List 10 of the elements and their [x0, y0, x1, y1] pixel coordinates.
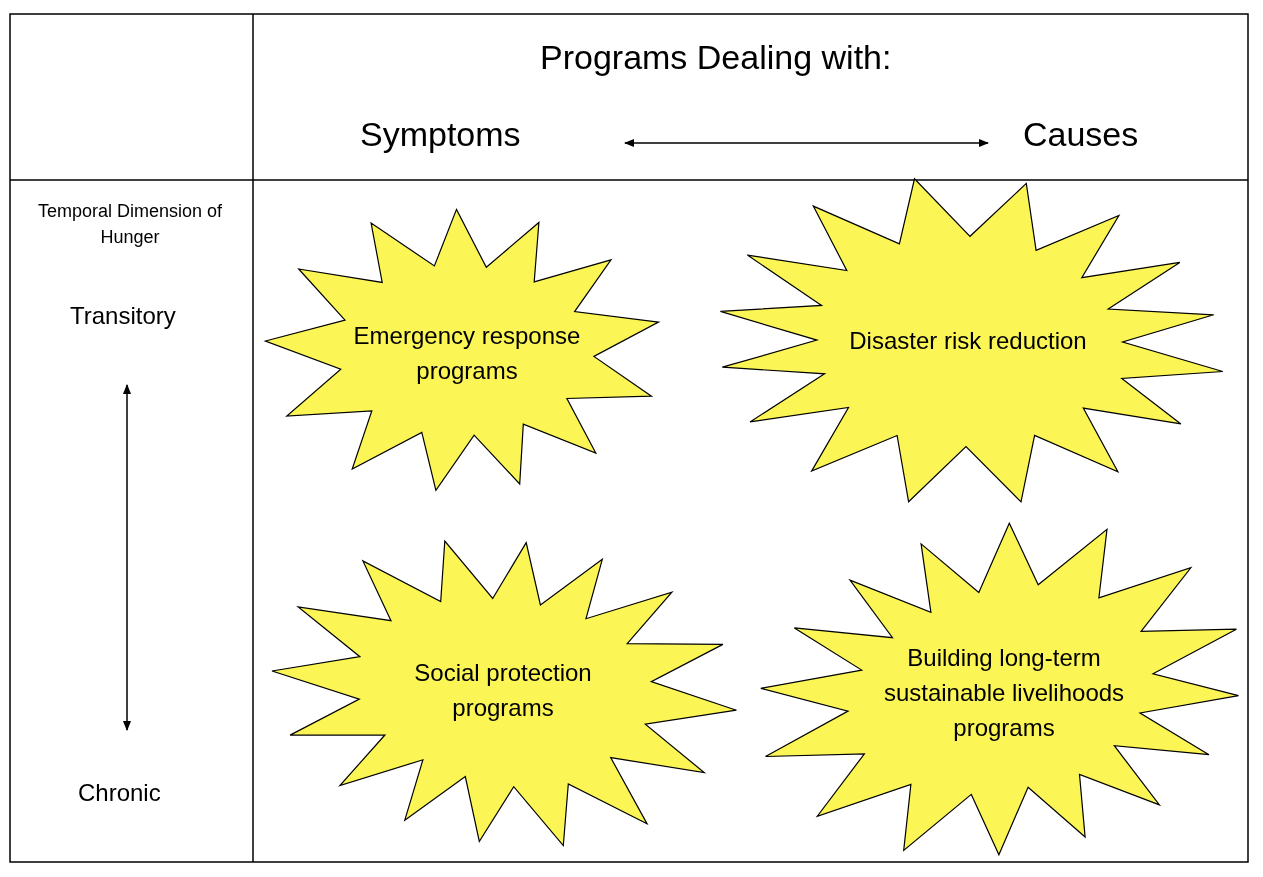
program-label: Disaster risk reduction — [848, 326, 1088, 356]
axis-label: Transitory — [70, 302, 176, 330]
axis-label: Chronic — [78, 779, 161, 807]
axis-label: Symptoms — [360, 115, 521, 154]
header-title: Programs Dealing with: — [540, 38, 892, 77]
axis-label: Causes — [1023, 115, 1139, 154]
program-label: Emergency response programs — [352, 321, 582, 386]
axis-title: Temporal Dimension of Hunger — [36, 200, 224, 249]
program-label: Social protection programs — [413, 658, 593, 723]
program-label: Building long-term sustainable livelihoods programs — [882, 643, 1126, 743]
